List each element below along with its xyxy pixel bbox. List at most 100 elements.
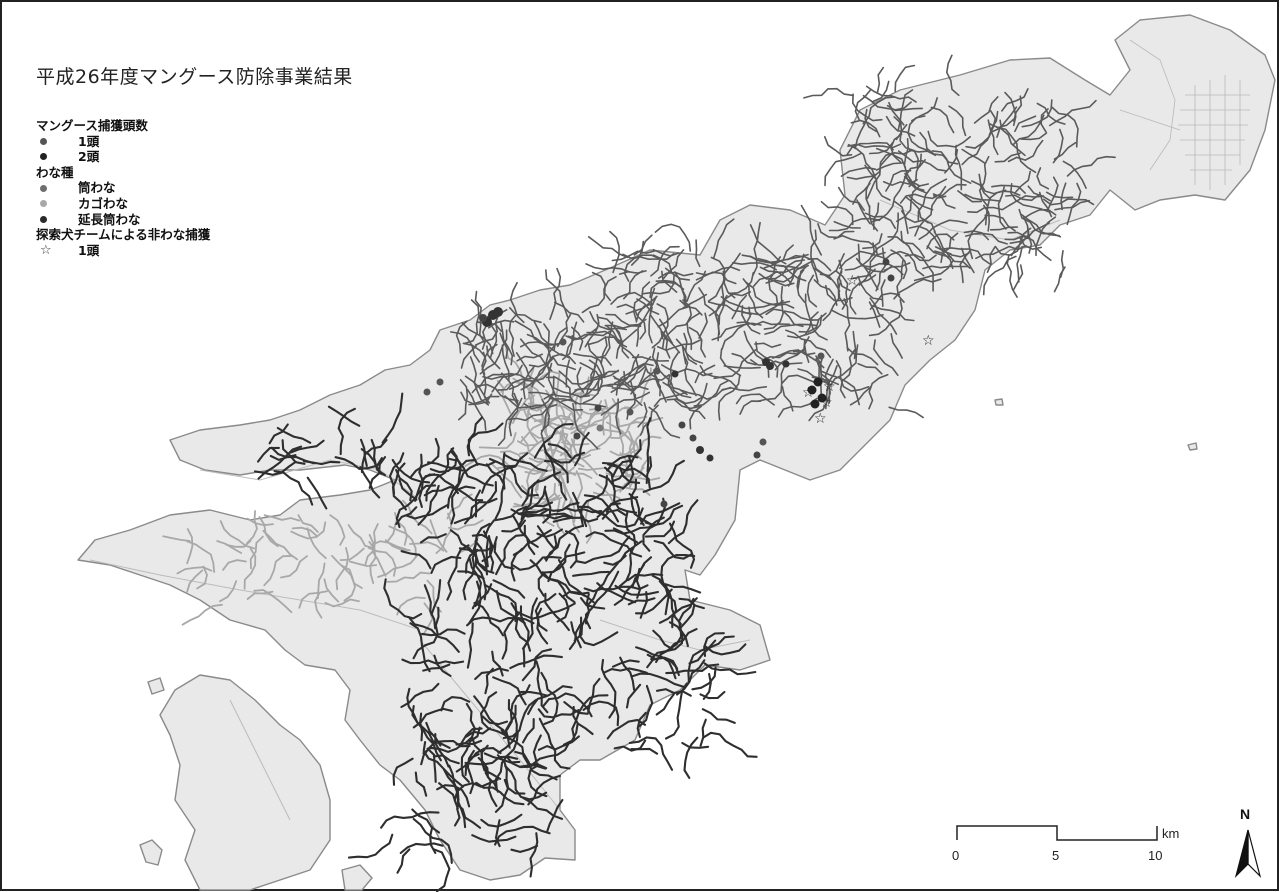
stream-segment bbox=[281, 439, 306, 465]
stream-segment bbox=[954, 144, 963, 191]
stream-segment bbox=[904, 195, 929, 224]
stream-segment bbox=[766, 302, 795, 309]
stream-segment bbox=[613, 739, 647, 752]
stream-segment bbox=[858, 251, 886, 286]
capture-point bbox=[423, 388, 431, 396]
legend: マングース捕獲頭数 1頭 2頭 わな種 筒わな カゴわな 延長筒わな 探索犬チー… bbox=[36, 118, 210, 258]
stream-segment bbox=[464, 454, 513, 470]
legend-heading-dog: 探索犬チームによる非わな捕獲 bbox=[36, 227, 211, 243]
stream-segment bbox=[890, 333, 903, 359]
stream-segment bbox=[994, 227, 1032, 257]
stream-segment bbox=[633, 234, 653, 256]
stream-segment bbox=[521, 471, 562, 507]
stream-segment bbox=[545, 376, 577, 405]
stream-segment bbox=[835, 360, 870, 392]
stream-segment bbox=[654, 223, 692, 252]
stream-segment bbox=[425, 447, 455, 502]
stream-segment bbox=[683, 332, 698, 365]
stream-segment bbox=[691, 666, 717, 691]
stream-segment bbox=[824, 358, 834, 385]
capture-point bbox=[782, 360, 790, 368]
stream-segment bbox=[868, 205, 879, 232]
stream-segment bbox=[908, 195, 934, 211]
stream-segment bbox=[630, 381, 643, 407]
stream-segment bbox=[894, 64, 916, 93]
stream-segment bbox=[497, 377, 531, 391]
stream-segment bbox=[1060, 182, 1067, 211]
stream-segment bbox=[446, 450, 462, 509]
stream-segment bbox=[591, 370, 619, 380]
stream-segment bbox=[582, 700, 620, 727]
stream-segment bbox=[1001, 88, 1029, 112]
stream-segment bbox=[668, 522, 696, 569]
capture-point bbox=[596, 424, 604, 432]
stream-segment bbox=[1045, 191, 1074, 199]
stream-segment bbox=[480, 813, 523, 828]
stream-segment bbox=[652, 254, 673, 274]
stream-segment bbox=[423, 485, 484, 502]
stream-segment bbox=[680, 386, 732, 400]
capture-point bbox=[626, 408, 634, 416]
stream-segment bbox=[1005, 194, 1040, 202]
stream-segment bbox=[722, 252, 741, 299]
stream-segment bbox=[544, 450, 568, 501]
stream-segment bbox=[573, 616, 587, 642]
stream-segment bbox=[529, 832, 539, 878]
stream-segment bbox=[1019, 236, 1043, 251]
stream-segment bbox=[572, 402, 599, 450]
stream-segment bbox=[453, 778, 499, 810]
stream-segment bbox=[719, 348, 742, 377]
stream-segment bbox=[446, 493, 473, 520]
stream-segment bbox=[446, 544, 470, 601]
stream-segment bbox=[550, 463, 576, 476]
stream-segment bbox=[588, 336, 623, 346]
stream-segment bbox=[624, 367, 652, 409]
stream-segment bbox=[268, 423, 289, 445]
stream-segment bbox=[630, 672, 685, 688]
stream-segment bbox=[475, 781, 525, 806]
stream-segment bbox=[537, 708, 580, 719]
capture-point bbox=[817, 352, 825, 360]
stream-segment bbox=[435, 512, 453, 554]
stream-segment bbox=[1007, 231, 1052, 261]
stream-segment bbox=[453, 480, 498, 525]
stream-segment bbox=[381, 392, 404, 444]
stream-segment bbox=[704, 643, 747, 656]
stream-segment bbox=[960, 247, 975, 274]
stream-segment bbox=[717, 374, 741, 421]
stream-segment bbox=[703, 662, 757, 676]
stream-segment bbox=[885, 169, 912, 192]
stream-segment bbox=[327, 405, 361, 427]
stream-segment bbox=[856, 199, 871, 225]
capture-point bbox=[807, 385, 817, 395]
stream-segment bbox=[392, 757, 414, 786]
stream-segment bbox=[963, 230, 990, 241]
stream-segment bbox=[412, 606, 440, 660]
stream-segment bbox=[796, 269, 806, 303]
stream-segment bbox=[484, 505, 528, 537]
stream-segment bbox=[417, 484, 440, 526]
stream-segment bbox=[999, 119, 1026, 157]
stream-segment bbox=[467, 416, 484, 466]
stream-segment bbox=[496, 754, 526, 795]
dot-icon bbox=[40, 184, 47, 192]
stream-segment bbox=[334, 456, 383, 470]
stream-segment bbox=[225, 539, 252, 548]
stream-segment bbox=[639, 590, 649, 619]
capture-point bbox=[817, 393, 827, 403]
stream-segment bbox=[504, 704, 517, 749]
stream-segment bbox=[219, 580, 238, 603]
stream-segment bbox=[781, 385, 794, 412]
stream-segment bbox=[545, 345, 557, 397]
stream-segment bbox=[695, 239, 701, 268]
capture-point bbox=[706, 454, 714, 462]
stream-segment bbox=[422, 663, 451, 672]
stream-segment bbox=[473, 695, 510, 739]
stream-segment bbox=[813, 279, 838, 306]
stream-segment bbox=[533, 423, 574, 459]
stream-segment bbox=[432, 754, 460, 765]
stream-segment bbox=[763, 285, 784, 330]
star-icon: ☆ bbox=[40, 243, 52, 259]
capture-point bbox=[436, 378, 444, 386]
stream-segment bbox=[448, 519, 484, 531]
